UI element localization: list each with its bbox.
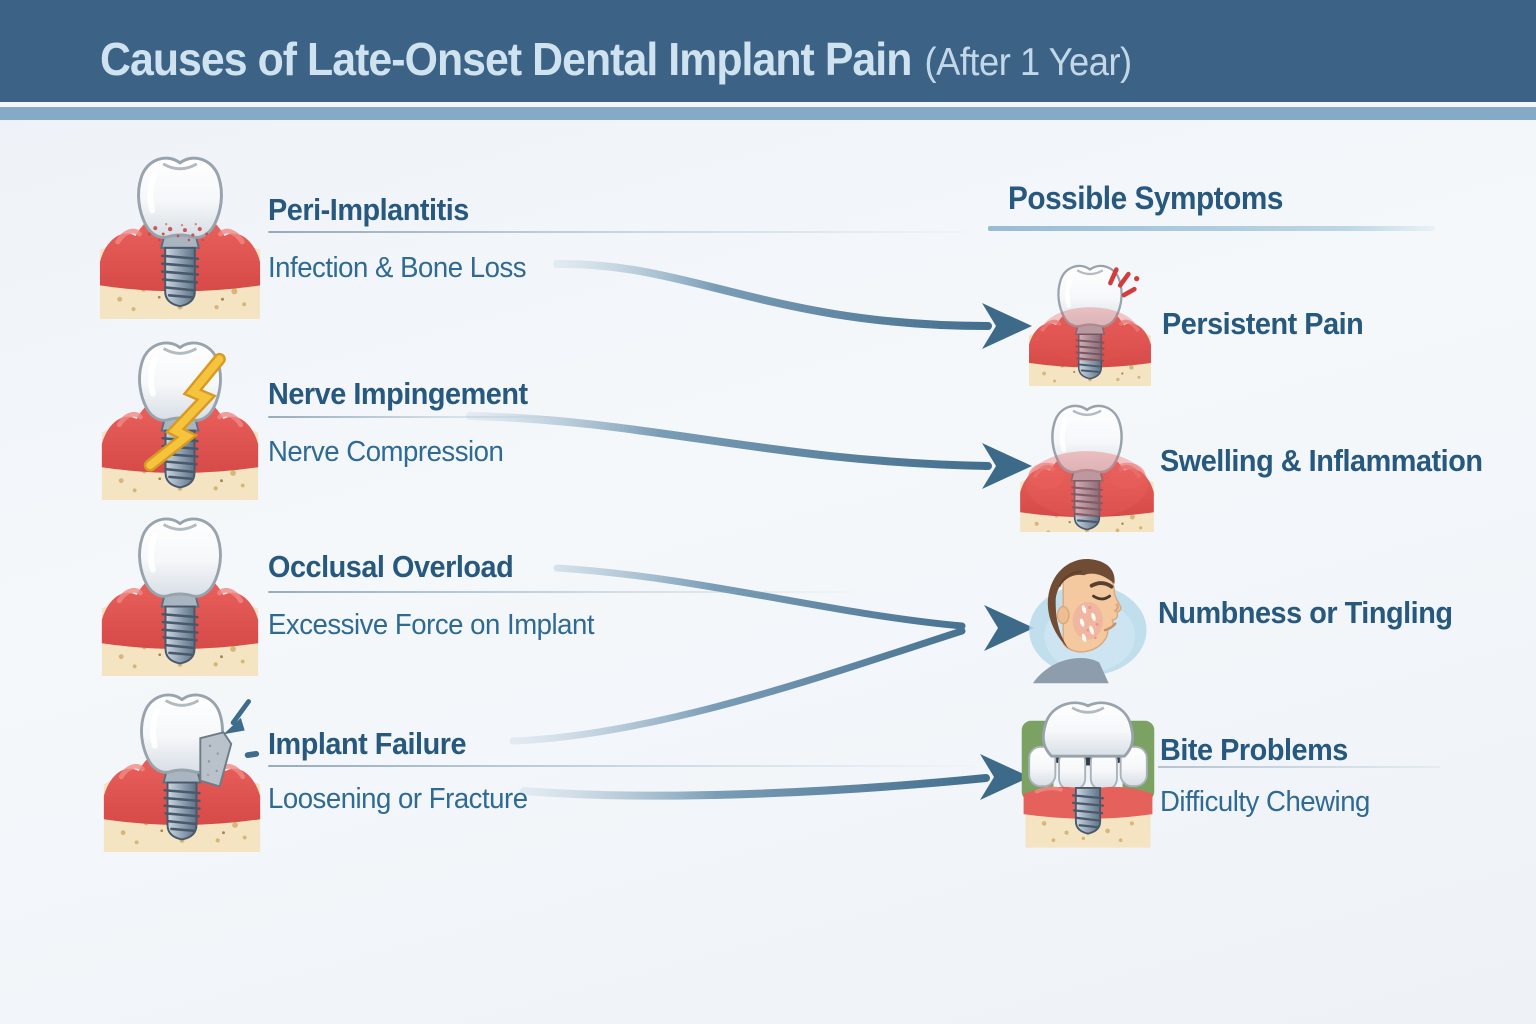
- bite-teeth-icon: [1021, 701, 1155, 848]
- implant-swelling-icon: [1016, 400, 1158, 532]
- cheek-blush: [1072, 601, 1103, 640]
- cause-subtitle-3: Excessive Force on Implant: [268, 609, 595, 641]
- infection-speckles: [147, 226, 209, 242]
- closed-eye: [1092, 594, 1112, 601]
- implant-overload-icon: [96, 512, 264, 676]
- cause-title-nerve-impingement: Nerve Impingement: [268, 376, 528, 411]
- cause-subtitle-1: Infection & Bone Loss: [268, 252, 527, 284]
- arrowheads: [980, 303, 1034, 800]
- cause-divider-4: [268, 765, 978, 767]
- cause-subtitle-2: Nerve Compression: [268, 436, 504, 468]
- header-divider-white: [0, 102, 1536, 107]
- cause-divider-1: [268, 231, 983, 233]
- mouth: [1103, 622, 1117, 632]
- page-title-main: Causes of Late-Onset Dental Implant Pain: [100, 33, 912, 85]
- ear: [1056, 605, 1070, 625]
- symptom-label-persistent-pain: Persistent Pain: [1162, 306, 1364, 341]
- cause-title-peri-implantitis: Peri-Implantitis: [268, 192, 469, 227]
- cause-title-occlusal-overload: Occlusal Overload: [268, 549, 514, 584]
- symptom-sublabel-difficulty-chewing: Difficulty Chewing: [1160, 786, 1370, 818]
- header-band: [0, 0, 1536, 102]
- nerve-bolt: [143, 352, 226, 472]
- cause-divider-2: [268, 416, 568, 418]
- header-divider-blue: [0, 107, 1536, 120]
- tingle-marks: [1079, 605, 1096, 642]
- symptom-label-swelling: Swelling & Inflammation: [1160, 443, 1483, 478]
- implant-nerve-icon: [98, 336, 262, 500]
- cause-subtitle-4: Loosening or Fracture: [268, 783, 528, 815]
- page-title-subtitle: (After 1 Year): [924, 41, 1132, 84]
- face-numbness-icon: [1029, 559, 1147, 684]
- implant-screw: [1071, 787, 1105, 835]
- symptoms-header-underline: [988, 226, 1435, 231]
- page-title: Causes of Late-Onset Dental Implant Pain…: [100, 32, 1132, 86]
- cause-title-implant-failure: Implant Failure: [268, 726, 467, 761]
- fracture-arrow: [223, 699, 260, 758]
- upper-crown: [1041, 701, 1135, 758]
- pain-sparks: [1108, 267, 1137, 298]
- bite-divider: [1158, 766, 1440, 768]
- symptom-label-numbness: Numbness or Tingling: [1158, 595, 1453, 630]
- nose: [1113, 602, 1119, 613]
- hair: [1047, 559, 1115, 650]
- implant-fracture-icon: [100, 688, 264, 852]
- symptom-label-bite-problems: Bite Problems: [1160, 732, 1348, 767]
- pain-redness: [1040, 307, 1140, 362]
- cause-divider-3: [268, 591, 868, 593]
- shirt: [1032, 658, 1109, 684]
- implant-pain-icon: [1026, 260, 1154, 386]
- eyebrow: [1089, 581, 1114, 589]
- symptoms-header: Possible Symptoms: [1008, 180, 1283, 216]
- implant-infection-icon: [96, 150, 264, 322]
- fracture-fragment: [199, 731, 233, 788]
- swelling-glow: [1025, 451, 1149, 518]
